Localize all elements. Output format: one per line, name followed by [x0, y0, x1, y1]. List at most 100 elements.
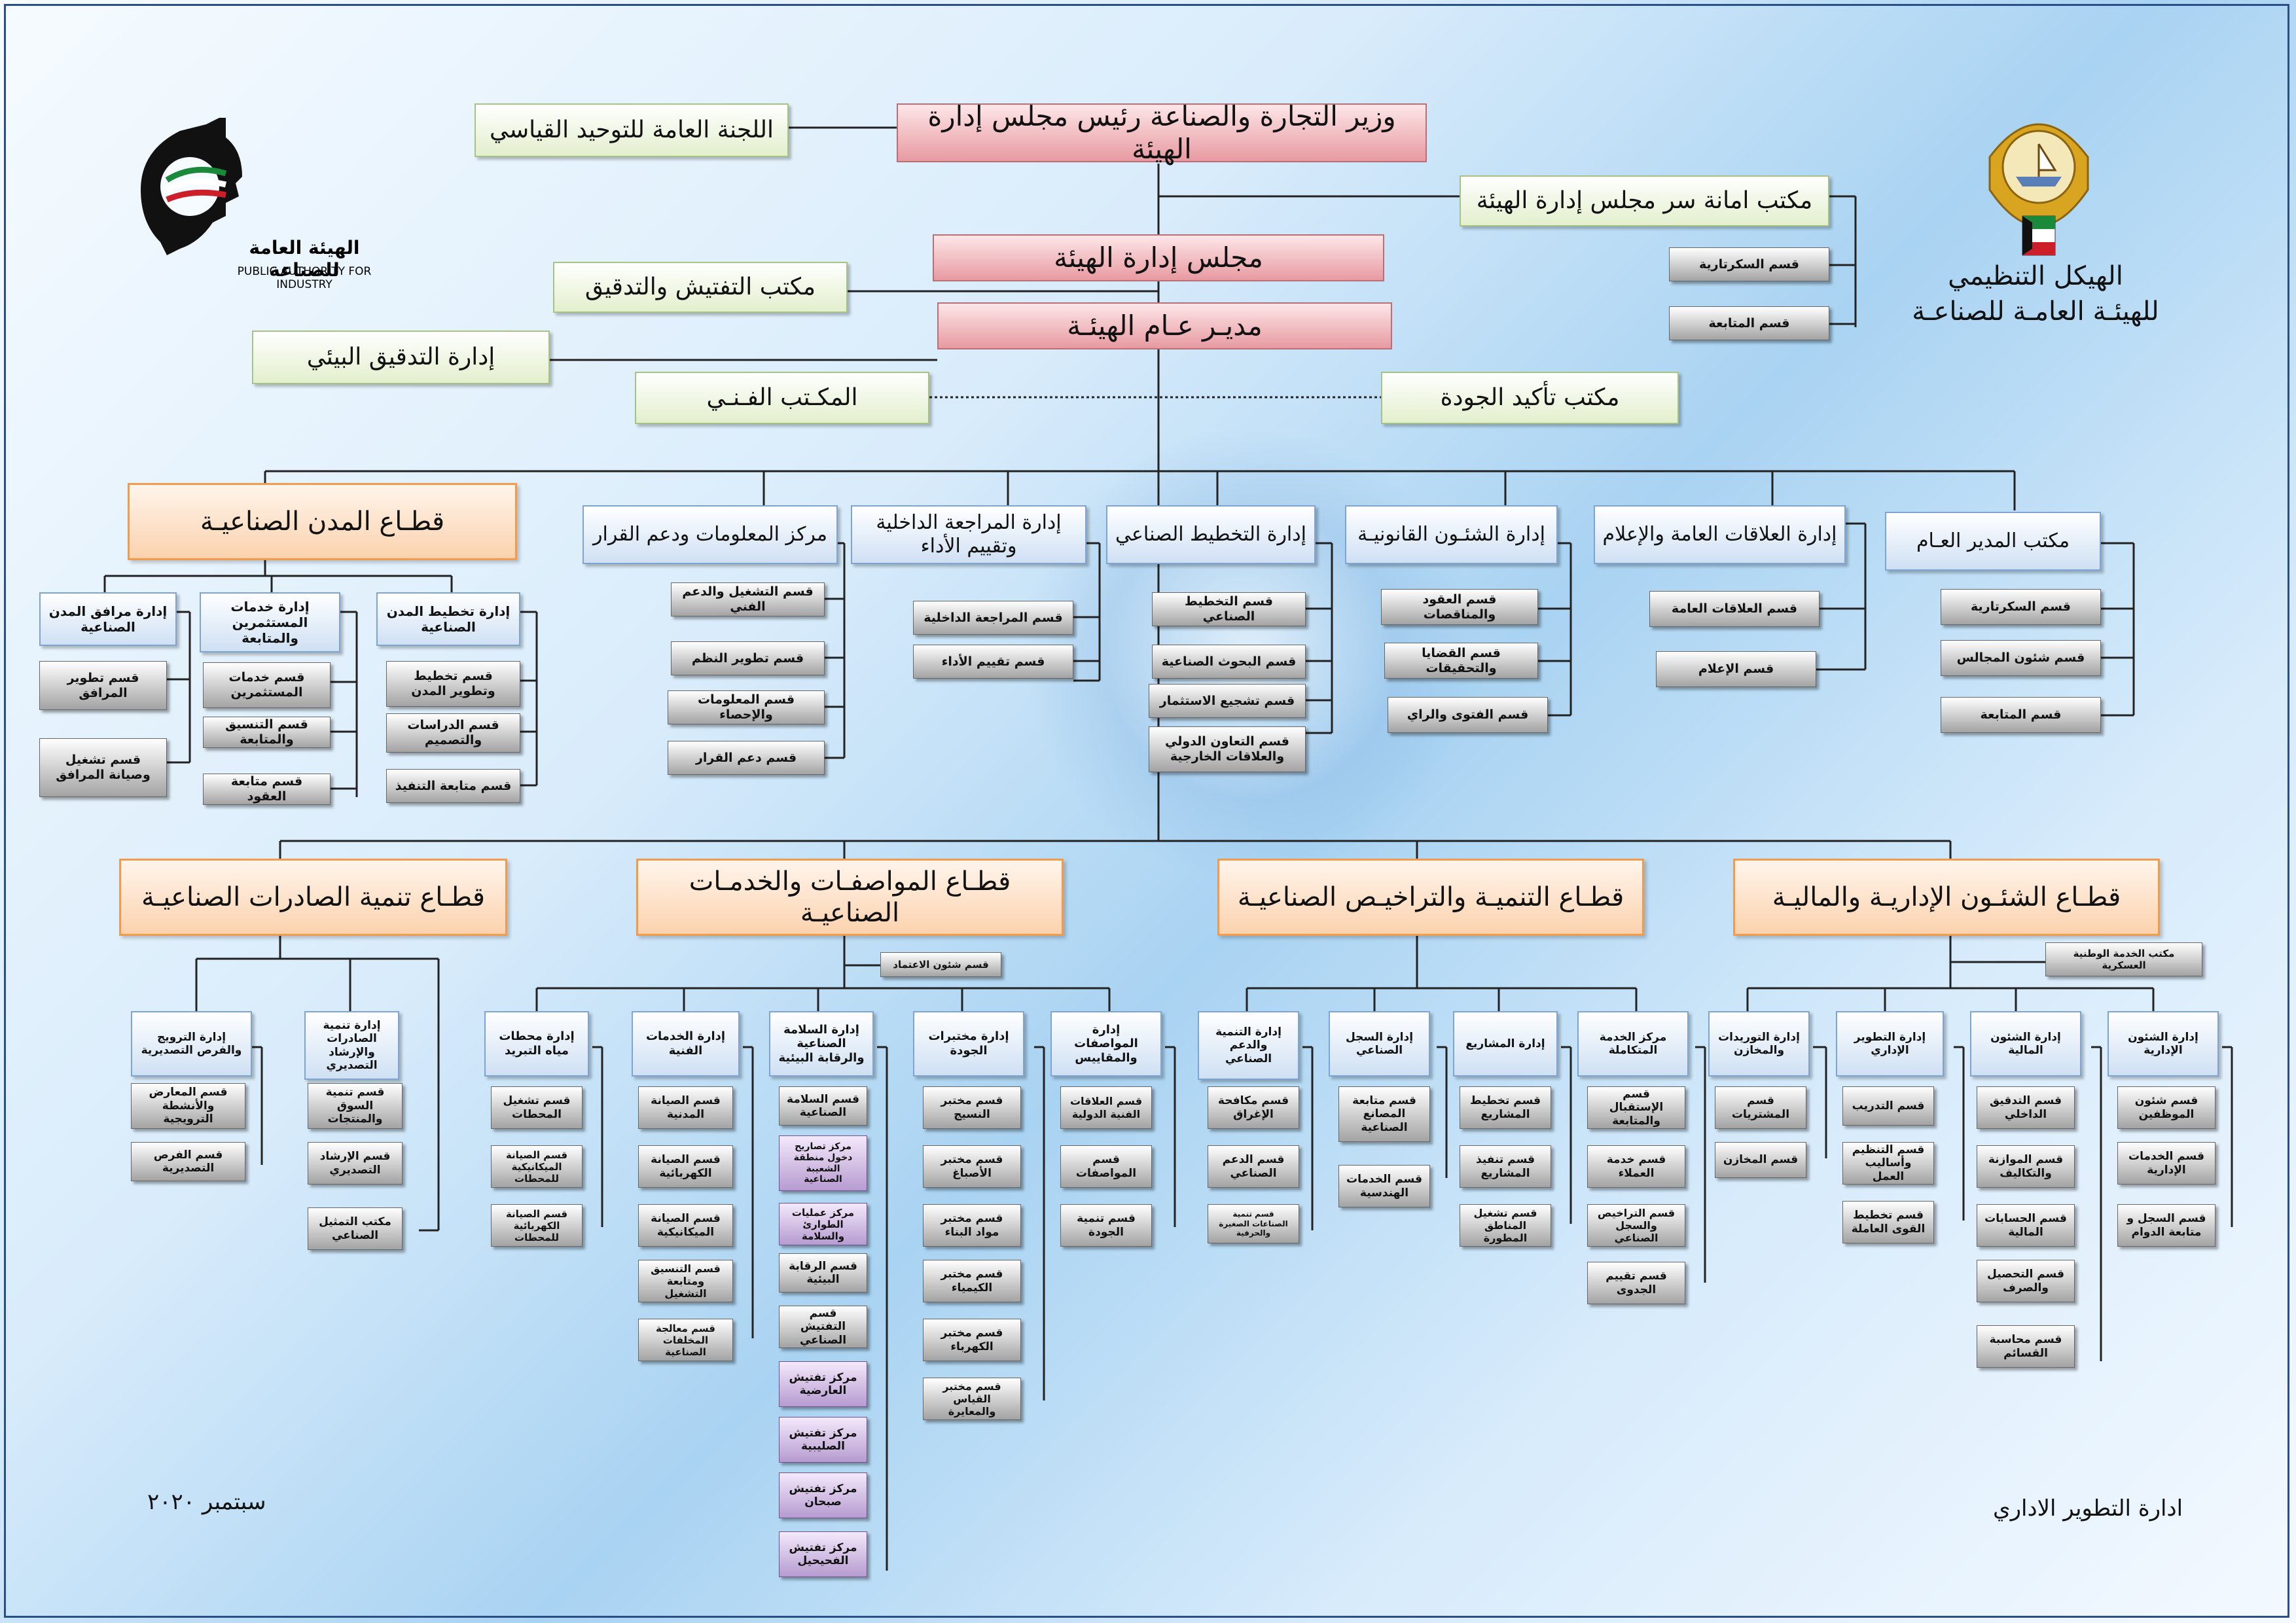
dg-section-2: قسم شئون المجالس: [1941, 640, 2101, 676]
financial-section-3: قسم الحسابات المالية: [1977, 1204, 2075, 1247]
pr-section-2: قسم الإعلام: [1656, 651, 1816, 687]
supplies-stores-dept: إدارة التوريدات والمخازن: [1708, 1011, 1810, 1077]
kuwait-emblem-icon: [1988, 123, 2089, 256]
technical-section-2: قسم الصيانة الكهربائية: [638, 1145, 733, 1188]
administrative-section-3: قسم السجل و متابعة الدوام: [2117, 1204, 2215, 1247]
info-section-2: قسم تطوير النظم: [671, 641, 825, 675]
administrative-section-1: قسم شئون الموظفين: [2117, 1086, 2215, 1129]
technical-section-1: قسم الصيانة المدنية: [638, 1086, 733, 1129]
ic-facilities-section-1: قسم تطوير المرافق: [39, 661, 167, 710]
exports-development-section-3: مكتب التمثيل الصناعي: [308, 1207, 403, 1250]
environmental-audit-box: إدارة التدقيق البيئي: [252, 330, 550, 384]
logo-text-en: PUBLIC AUTHORITY FOR INDUSTRY: [237, 264, 372, 291]
ic-facilities-section-2: قسم تشغيل وصيانة المرافق: [39, 738, 167, 797]
audit-section-2: قسم تقييم الأداء: [913, 645, 1073, 679]
info-center-box: مركز المعلومات ودعم القرار: [583, 505, 838, 564]
technical-section-5: قسم معالجة المخلفات الصناعية: [638, 1319, 733, 1361]
legal-section-2: قسم القضايا والتحقيقات: [1384, 643, 1538, 679]
financial-affairs-dept: إدارة الشئون المالية: [1970, 1011, 2081, 1077]
specs-section-1: قسم العلاقات الفنية الدولية: [1060, 1086, 1152, 1129]
ic-planning-section-1: قسم تخطيط وتطوير المدن: [386, 661, 520, 707]
safety-section-1: قسم السلامة الصناعية: [779, 1086, 867, 1126]
ic-planning-section-3: قسم متابعة التنفيذ: [386, 769, 520, 803]
ic-facilities-dept: إدارة مرافق المدن الصناعية: [39, 592, 177, 646]
legal-section-3: قسم الفتوى والراي: [1388, 697, 1548, 733]
planning-section-3: قسم تشجيع الاستثمار: [1149, 684, 1306, 718]
cooling-section-3: قسم الصيانة الكهربائية للمحطات: [491, 1204, 583, 1247]
exports-development-section-2: قسم الإرشاد التصديري: [308, 1142, 403, 1185]
integrated-section-4: قسم تقييم الجدوى: [1587, 1262, 1685, 1304]
admin-development-dept: إدارة التطوير الإداري: [1836, 1011, 1944, 1077]
admin-dev-section-1: قسم التدريب: [1842, 1086, 1934, 1126]
military-service-office-box: مكتب الخدمة الوطنية العسكرية: [2045, 942, 2202, 976]
integrated-section-3: قسم التراخيص والسجل الصناعي: [1587, 1204, 1685, 1247]
development-sector-box: قطـاع التنميـة والتراخيـص الصناعيـة: [1217, 859, 1644, 936]
board-box: مجلس إدارة الهيئة: [933, 234, 1384, 281]
standards-sector-box: قطـاع المواصفـات والخدمـات الصناعيـة: [636, 859, 1064, 936]
standardization-committee-box: اللجنة العامة للتوحيد القياسي: [475, 103, 789, 157]
exports-promotion-section-1: قسم المعارض والأنشطة الترويجية: [131, 1083, 245, 1129]
minister-box: وزير التجارة والصناعة رئيس مجلس إدارة ال…: [897, 100, 1427, 165]
registry-section-2: قسم الخدمات الهندسية: [1338, 1165, 1430, 1207]
board-secretariat-section: قسم السكرتارية: [1669, 247, 1829, 281]
admin-dev-section-2: قسم التنظيم وأساليب العمل: [1842, 1142, 1934, 1185]
labs-section-2: قسم مختبر الأصباغ: [923, 1145, 1021, 1188]
legal-section-1: قسم العقود والمناقصات: [1381, 589, 1538, 625]
footer-date: سبتمبر ٢٠٢٠: [147, 1489, 266, 1515]
safety-section-8: مركز تفتيش صبحان: [779, 1472, 867, 1518]
ic-planning-dept: إدارة تخطيط المدن الصناعية: [376, 592, 520, 646]
ic-investor-section-1: قسم خدمات المستثمرين: [203, 662, 331, 708]
ic-investor-section-3: قسم متابعة العقود: [203, 774, 331, 805]
ic-planning-section-2: قسم الدراسات والتصميم: [386, 713, 520, 753]
industrial-cities-sector-box: قطـاع المدن الصناعيـة: [128, 483, 517, 560]
planning-section-4: قسم التعاون الدولي والعلاقات الخارجية: [1149, 726, 1306, 772]
supplies-section-1: قسم المشتريات: [1715, 1086, 1806, 1129]
specs-section-2: قسم المواصفات: [1060, 1145, 1152, 1188]
chart-title-line2: للهيئـة العامـة للصناعـة: [1912, 296, 2159, 327]
cooling-section-2: قسم الصيانة الميكانيكية للمحطات: [491, 1145, 583, 1188]
technical-section-4: قسم التنسيق ومتابعة التشغيل: [638, 1260, 733, 1302]
admin-dev-section-3: قسم تخطيط القوى العاملة: [1842, 1201, 1934, 1243]
industrial-planning-box: إدارة التخطيط الصناعي: [1106, 505, 1316, 564]
chart-title-line1: الهيكل التنظيمي: [1948, 261, 2123, 291]
pai-logo-icon: [141, 118, 242, 255]
supplies-section-2: قسم المخازن: [1715, 1142, 1806, 1178]
safety-section-3: مركز عمليات الطوارئ والسلامة: [779, 1203, 867, 1245]
labs-section-5: قسم مختبر الكهرباء: [923, 1319, 1021, 1361]
financial-section-1: قسم التدقيق الداخلي: [1977, 1086, 2075, 1129]
labs-section-6: قسم مختبر القياس والمعايرة: [923, 1378, 1021, 1420]
financial-section-2: قسم الموازنة والتكاليف: [1977, 1145, 2075, 1188]
chart-title: الهيكل التنظيمي للهيئـة العامـة للصناعـة: [1898, 259, 2173, 329]
logo-text-ar: الهيئة العامة للصناعة: [249, 237, 360, 281]
director-general-box: مديـر عـام الهيئـة: [937, 302, 1392, 349]
safety-section-2: مركز تصاريح دخول منطقة الشعيبة الصناعية: [779, 1135, 867, 1191]
safety-section-6: مركز تفتيش العارضية: [779, 1361, 867, 1407]
integrated-section-2: قسم خدمة العملاء: [1587, 1145, 1685, 1188]
technical-section-3: قسم الصيانة الميكانيكية: [638, 1204, 733, 1247]
safety-environment-dept: إدارة السلامة الصناعية والرقابة البيئية: [769, 1011, 874, 1077]
exports-development-section-1: قسم تنمية السوق والمنتجات: [308, 1083, 403, 1129]
internal-audit-box: إدارة المراجعة الداخلية وتقييم الأداء: [851, 505, 1086, 564]
quality-labs-dept: إدارة مختبرات الجودة: [913, 1011, 1024, 1077]
ic-investor-services-dept: إدارة خدمات المستثمرين والمتابعة: [200, 592, 340, 652]
safety-section-4: قسم الرقابة البيئية: [779, 1253, 867, 1293]
dev-support-section-2: قسم الدعم الصناعي: [1208, 1145, 1299, 1188]
accreditation-section-box: قسم شئون الاعتماد: [880, 952, 1001, 977]
quality-office-box: مكتب تأكيد الجودة: [1381, 372, 1679, 424]
administrative-section-2: قسم الخدمات الإدارية: [2117, 1142, 2215, 1185]
board-secretary-office-box: مكتب امانة سر مجلس إدارة الهيئة: [1460, 175, 1829, 226]
registry-section-1: قسم متابعة المصانع الصناعية: [1338, 1086, 1430, 1142]
administrative-affairs-dept: إدارة الشئون الإدارية: [2108, 1011, 2219, 1077]
specs-section-3: قسم تنمية الجودة: [1060, 1204, 1152, 1247]
dg-section-1: قسم السكرتارية: [1941, 589, 2101, 625]
integrated-service-center: مركز الخدمة المتكاملة: [1577, 1011, 1689, 1077]
legal-affairs-box: إدارة الشئـون القانونيـة: [1345, 505, 1558, 564]
dev-support-dept: إدارة التنمية والدعم الصناعي: [1198, 1011, 1299, 1080]
labs-section-3: قسم مختبر مواد البناء: [923, 1204, 1021, 1247]
financial-section-4: قسم التحصيل والصرف: [1977, 1260, 2075, 1302]
board-followup-section: قسم المتابعة: [1669, 306, 1829, 340]
projects-section-2: قسم تنفيذ المشاريع: [1460, 1145, 1551, 1188]
exports-development-dept: إدارة تنمية الصادرات والإرشاد التصديري: [304, 1011, 399, 1080]
cooling-stations-dept: إدارة محطات مياه التبريد: [484, 1011, 589, 1077]
